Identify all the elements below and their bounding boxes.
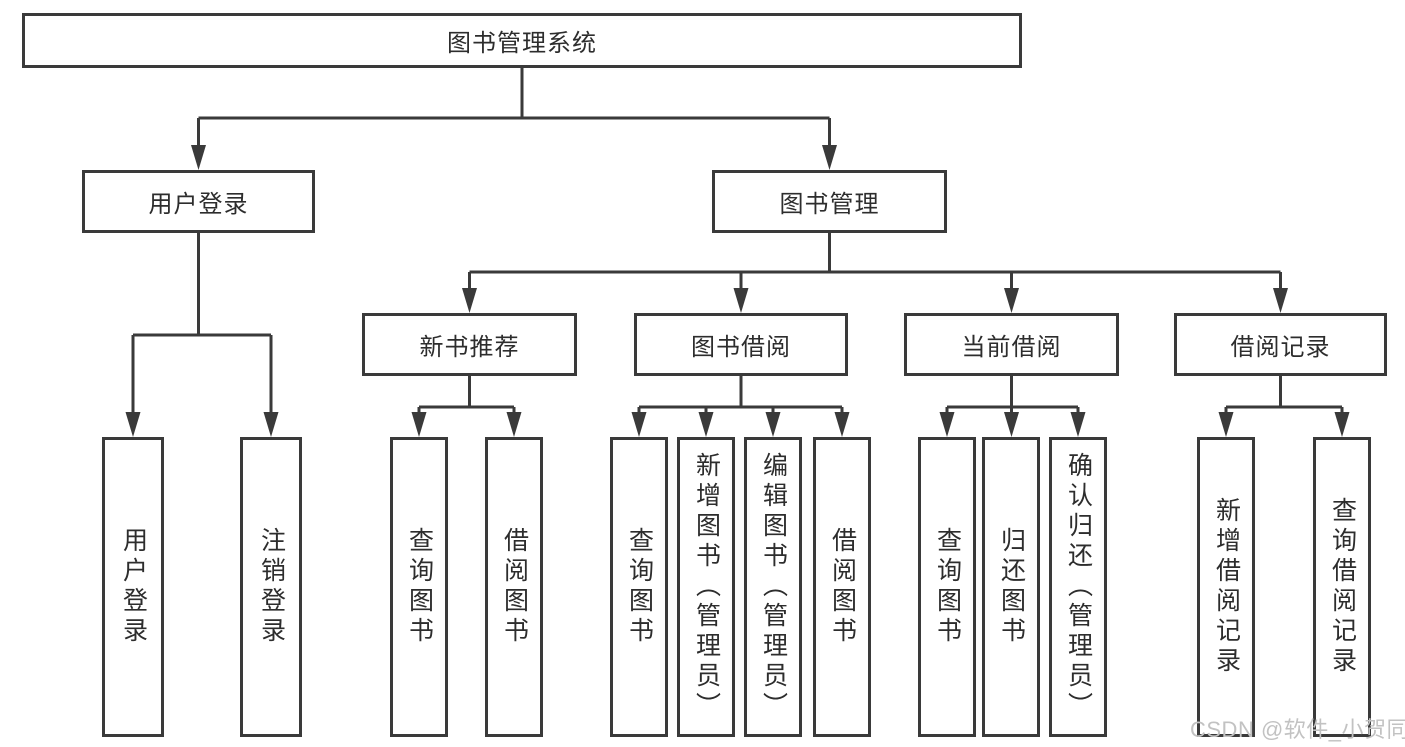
node-new-book-recommendation: 新书推荐 xyxy=(362,313,577,376)
arrowhead xyxy=(733,288,749,313)
arrowhead xyxy=(1334,412,1350,437)
leaf-current-confirm-return-admin: 确认归还（管理员） xyxy=(1049,437,1107,737)
watermark: CSDN @软件_小贺同学 xyxy=(1190,717,1405,742)
arrowhead xyxy=(1070,412,1086,437)
connector-book-borrow xyxy=(637,376,844,414)
leaf-recommend-borrow-book: 借阅图书 xyxy=(485,437,543,737)
leaf-current-confirm-return-admin-label: 确认归还（管理员） xyxy=(1064,452,1093,722)
arrowhead xyxy=(462,288,477,313)
leaf-current-query-book-label: 查询图书 xyxy=(933,527,962,647)
leaf-user-login: 用户登录 xyxy=(102,437,164,737)
connector-current-borrow xyxy=(945,376,1080,414)
leaf-current-return-book: 归还图书 xyxy=(982,437,1040,737)
arrowhead xyxy=(191,145,206,170)
arrowhead xyxy=(834,412,850,437)
node-book-borrowing: 图书借阅 xyxy=(634,313,848,376)
node-current-borrowing: 当前借阅 xyxy=(904,313,1119,376)
leaf-records-query-record-label: 查询借阅记录 xyxy=(1328,497,1357,677)
node-user-login: 用户登录 xyxy=(82,170,315,233)
leaf-records-query-record: 查询借阅记录 xyxy=(1313,437,1371,737)
leaf-logout-label: 注销登录 xyxy=(257,527,286,647)
node-book-management: 图书管理 xyxy=(712,170,947,233)
leaf-recommend-query-book-label: 查询图书 xyxy=(405,527,434,647)
arrowhead xyxy=(1218,412,1234,437)
node-current-borrowing-label: 当前借阅 xyxy=(961,334,1062,361)
leaf-logout: 注销登录 xyxy=(240,437,302,737)
node-borrowing-records: 借阅记录 xyxy=(1174,313,1387,376)
arrowhead xyxy=(698,412,714,437)
leaf-recommend-query-book: 查询图书 xyxy=(390,437,448,737)
node-user-login-label: 用户登录 xyxy=(148,191,249,218)
leaf-records-add-record: 新增借阅记录 xyxy=(1197,437,1255,737)
leaf-user-login-label: 用户登录 xyxy=(119,527,148,647)
arrowhead xyxy=(631,412,647,437)
leaf-borrow-add-book-admin: 新增图书（管理员） xyxy=(677,437,735,737)
leaf-borrow-add-book-admin-label: 新增图书（管理员） xyxy=(692,452,721,722)
leaf-borrow-query-book-label: 查询图书 xyxy=(625,527,654,647)
arrowhead xyxy=(506,412,522,437)
leaf-borrow-query-book: 查询图书 xyxy=(610,437,668,737)
arrowhead xyxy=(939,412,955,437)
node-book-borrowing-label: 图书借阅 xyxy=(691,334,791,361)
node-root: 图书管理系统 xyxy=(22,13,1022,68)
arrowhead xyxy=(125,412,141,437)
arrowhead xyxy=(263,412,279,437)
node-new-book-recommendation-label: 新书推荐 xyxy=(419,334,520,361)
connector-borrow-records xyxy=(1224,376,1344,414)
node-root-label: 图书管理系统 xyxy=(447,30,597,57)
leaf-borrow-edit-book-admin: 编辑图书（管理员） xyxy=(744,437,802,737)
connector-root xyxy=(197,68,831,147)
node-book-management-label: 图书管理 xyxy=(779,191,880,218)
leaf-current-query-book: 查询图书 xyxy=(918,437,976,737)
arrowhead xyxy=(1004,288,1019,313)
arrowhead xyxy=(822,145,837,170)
arrowhead xyxy=(1004,412,1019,437)
node-borrowing-records-label: 借阅记录 xyxy=(1230,334,1331,361)
connector-user-login xyxy=(131,233,273,414)
leaf-records-add-record-label: 新增借阅记录 xyxy=(1212,497,1241,677)
leaf-recommend-borrow-book-label: 借阅图书 xyxy=(500,527,529,647)
connector-book-mgmt xyxy=(468,233,1282,290)
arrowhead xyxy=(411,412,427,437)
leaf-current-return-book-label: 归还图书 xyxy=(997,527,1026,647)
leaf-borrow-borrow-book: 借阅图书 xyxy=(813,437,871,737)
leaf-borrow-edit-book-admin-label: 编辑图书（管理员） xyxy=(759,452,788,722)
arrowhead xyxy=(1273,288,1288,313)
arrowhead xyxy=(765,412,781,437)
leaf-borrow-borrow-book-label: 借阅图书 xyxy=(828,527,857,647)
connector-new-book xyxy=(417,376,516,414)
